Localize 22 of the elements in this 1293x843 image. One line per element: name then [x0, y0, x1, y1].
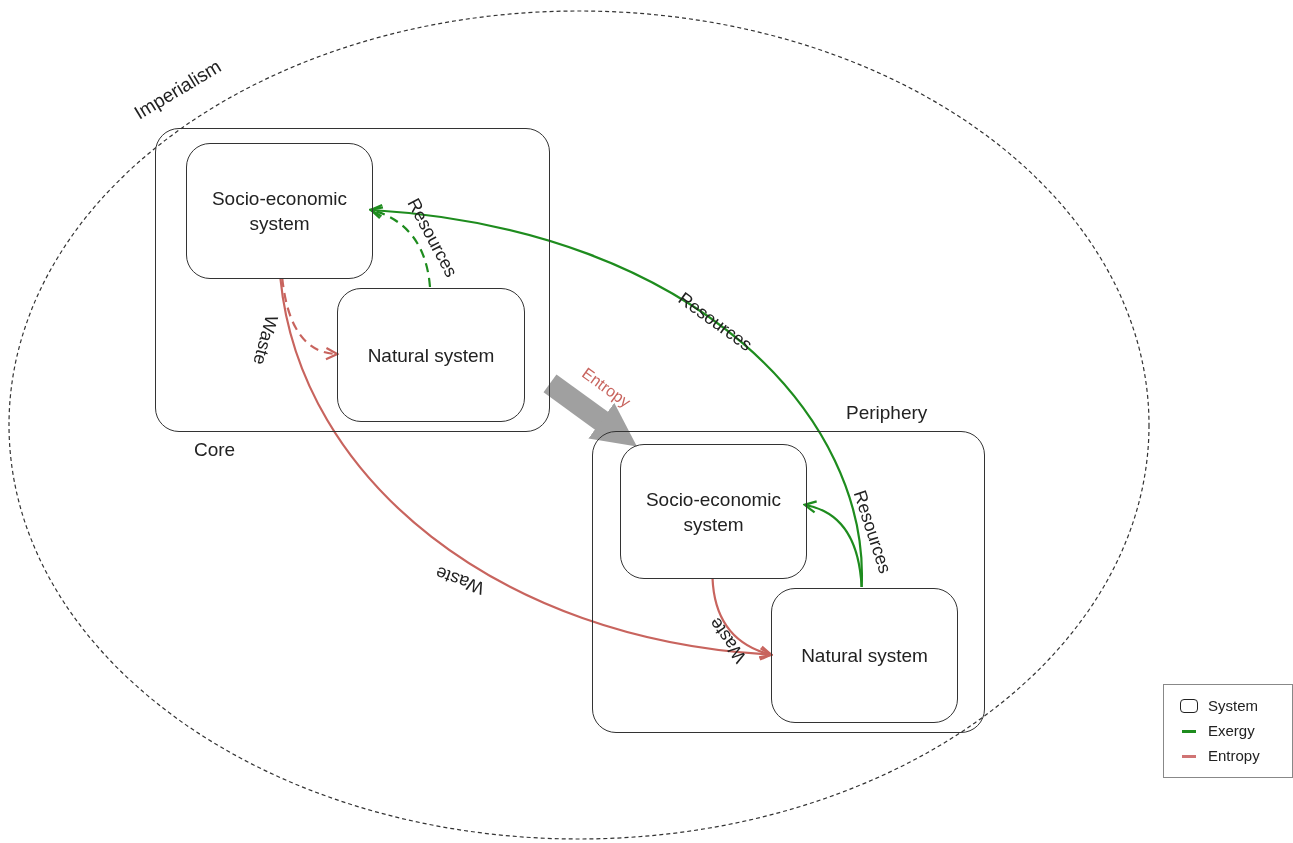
legend-text: Exergy	[1208, 720, 1255, 741]
arrow	[281, 277, 339, 360]
system-box	[620, 444, 807, 579]
legend-text: System	[1208, 695, 1258, 716]
system-box	[771, 588, 958, 723]
node-text: Socio-economic system	[644, 487, 783, 537]
legend-text: Entropy	[1208, 745, 1260, 766]
system-box	[186, 143, 373, 279]
arrow	[369, 206, 432, 288]
node-text: Natural system	[801, 644, 928, 668]
block-arrow	[543, 374, 637, 447]
node-text: Socio-economic system	[210, 187, 349, 236]
arrow	[279, 277, 773, 661]
arrow	[711, 577, 773, 659]
edge-label: Waste	[431, 561, 488, 601]
node-text: Natural system	[367, 343, 495, 368]
group-title: Core	[194, 438, 236, 462]
dashed-ellipse	[8, 10, 1150, 840]
edge-label: Waste	[248, 312, 283, 368]
system-box	[337, 288, 525, 422]
arrow	[803, 500, 863, 588]
group-title: Periphery	[846, 401, 928, 425]
